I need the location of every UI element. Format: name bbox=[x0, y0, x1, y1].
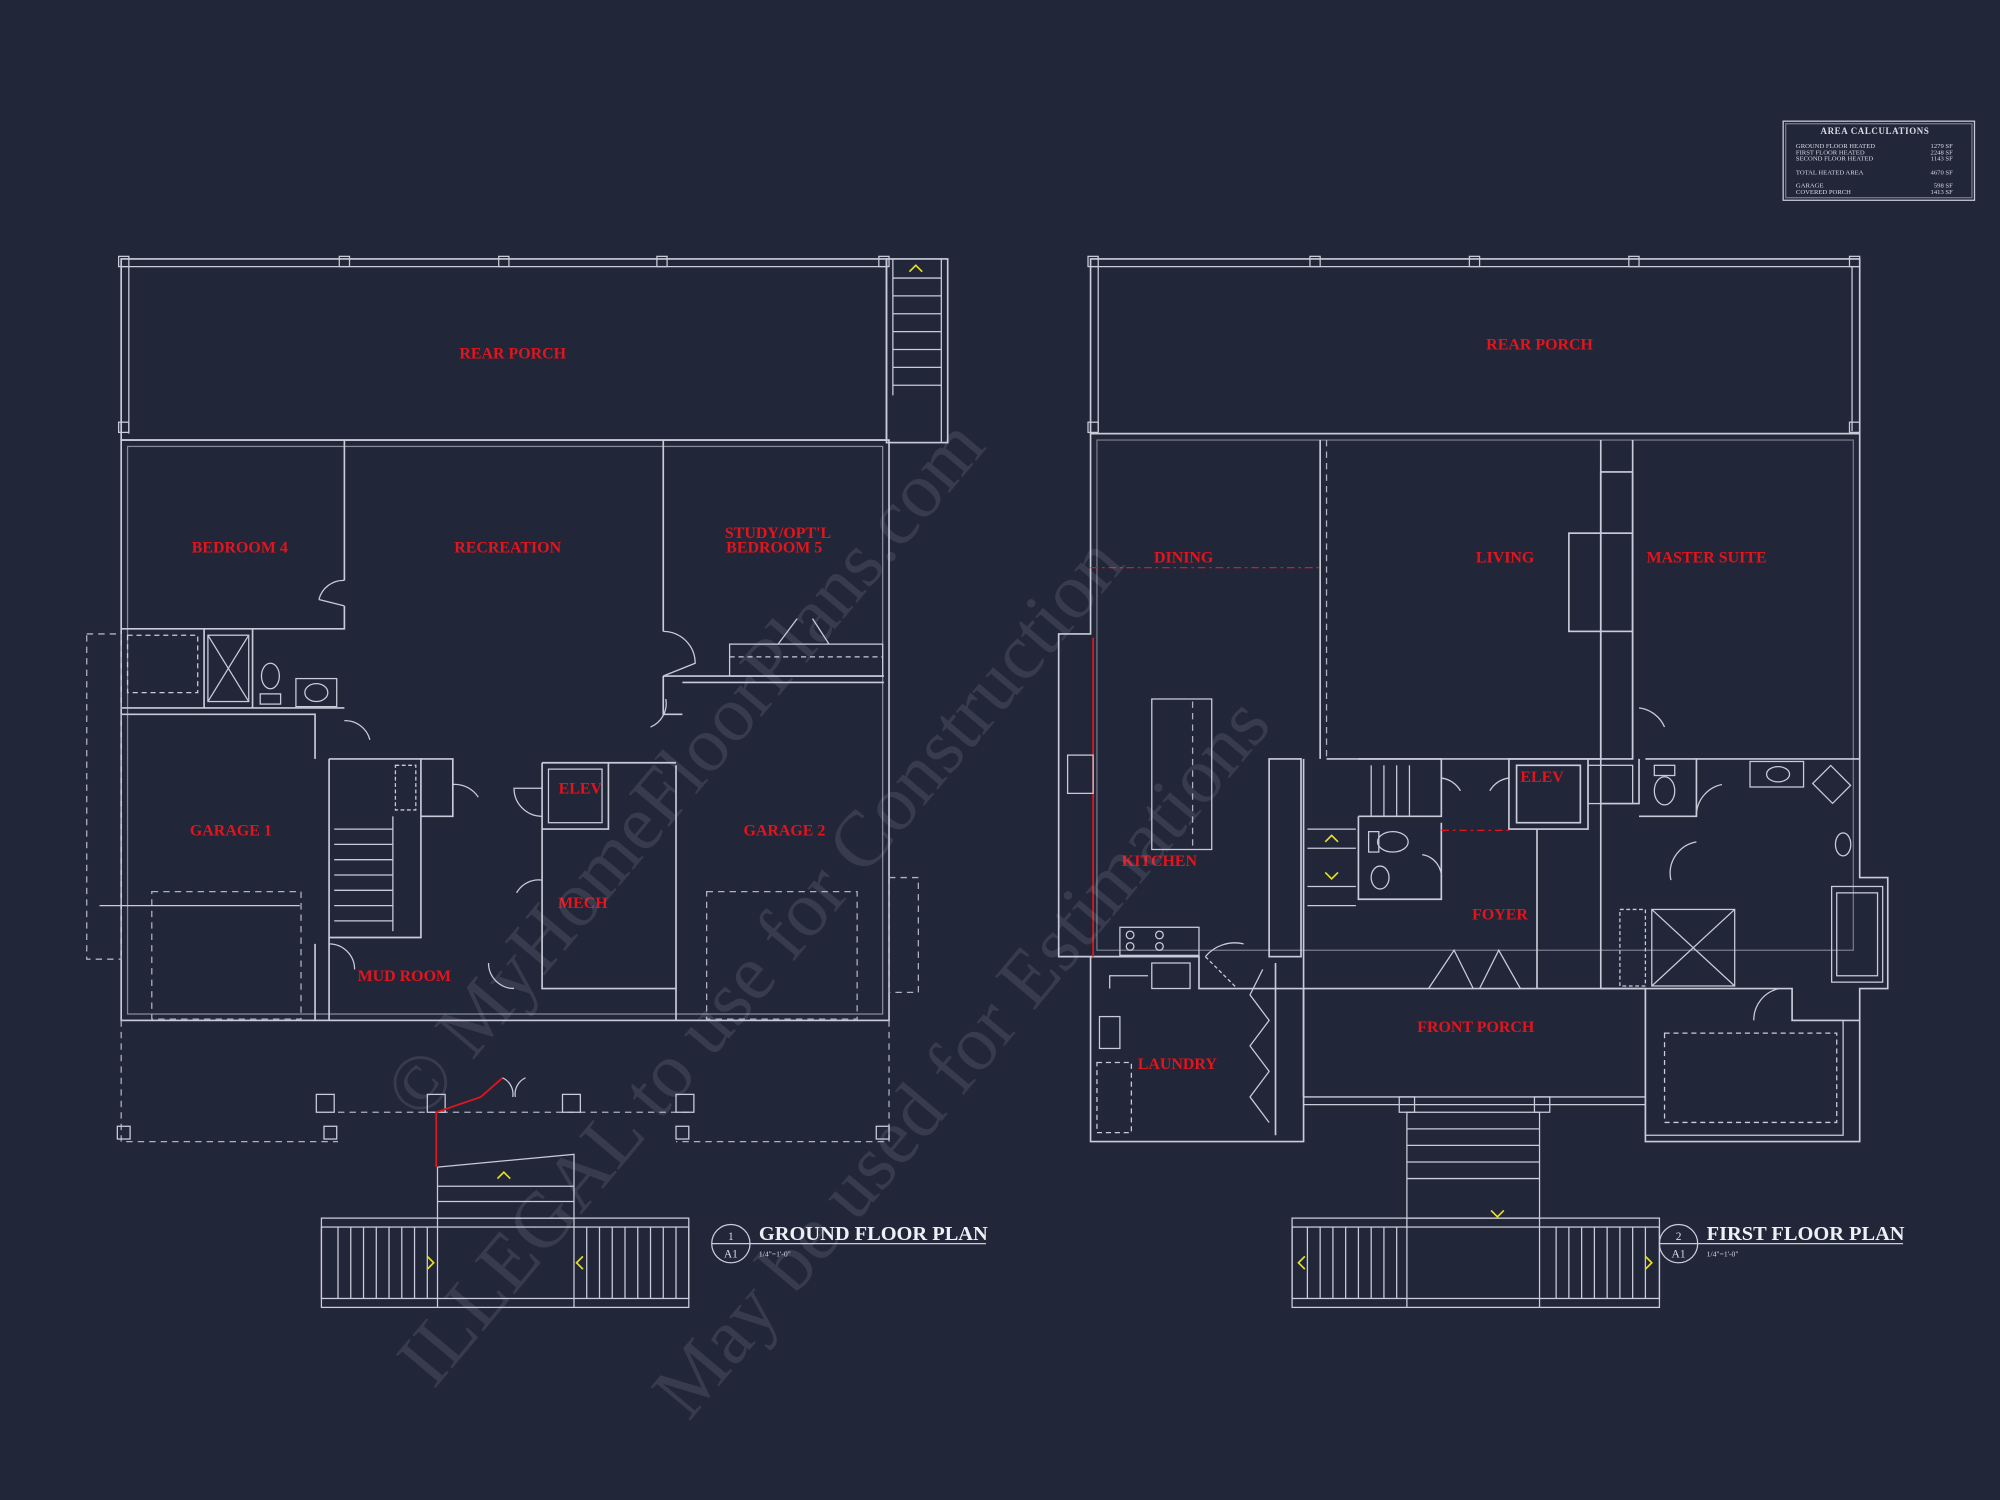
room-label-mud-room: MUD ROOM bbox=[358, 968, 451, 985]
room-label-bedroom-5: BEDROOM 5 bbox=[726, 539, 822, 556]
area-row-label: COVERED PORCH bbox=[1796, 189, 1851, 196]
watermark: © MyHomeFloorPlans.com ILLEGAL to use fo… bbox=[368, 403, 1287, 1434]
area-row-value: 1279 SF bbox=[1931, 143, 1954, 150]
area-calc-title: AREA CALCULATIONS bbox=[1821, 126, 1930, 136]
room-label-living: LIVING bbox=[1476, 550, 1534, 567]
area-row-label: SECOND FLOOR HEATED bbox=[1796, 156, 1874, 163]
stair-down-arrow-icon bbox=[1490, 1209, 1505, 1219]
ground-floor-title-block: 1 A1 GROUND FLOOR PLAN 1/4"=1'-0" bbox=[711, 1223, 988, 1264]
area-row-value: 598 SF bbox=[1934, 183, 1953, 190]
stair-up-arrow-icon bbox=[496, 1171, 511, 1180]
area-row-value: 1143 SF bbox=[1931, 156, 1953, 163]
area-row-value: 1413 SF bbox=[1931, 189, 1954, 196]
room-label-mech: MECH bbox=[558, 895, 608, 912]
plan-title: FIRST FLOOR PLAN bbox=[1707, 1223, 1905, 1245]
area-calculations-table: AREA CALCULATIONS GROUND FLOOR HEATED 12… bbox=[1782, 120, 1976, 201]
room-label-bedroom-4: BEDROOM 4 bbox=[192, 539, 288, 556]
first-floor-title-block: 2 A1 FIRST FLOOR PLAN 1/4"=1'-0" bbox=[1658, 1223, 1905, 1264]
room-label-kitchen: KITCHEN bbox=[1122, 853, 1198, 870]
sheet-number: A1 bbox=[724, 1249, 738, 1261]
room-label-master-suite: MASTER SUITE bbox=[1647, 550, 1767, 567]
room-label-foyer: FOYER bbox=[1472, 907, 1528, 924]
room-label-elev: ELEV bbox=[559, 780, 603, 797]
room-label-recreation: RECREATION bbox=[454, 539, 561, 556]
first-floor-plan: REAR PORCH DINING LIVING MASTER SUITE EL… bbox=[1057, 255, 1905, 1309]
area-row-label: FIRST FLOOR HEATED bbox=[1796, 149, 1865, 156]
stair-arrow-icon bbox=[575, 1255, 584, 1270]
sheet-number: A1 bbox=[1672, 1249, 1686, 1261]
area-row-label: GARAGE bbox=[1796, 183, 1824, 190]
stair-arrow-icon bbox=[1297, 1255, 1306, 1270]
stair-arrow-icon bbox=[1644, 1255, 1653, 1270]
room-label-study: STUDY/OPT'L bbox=[725, 525, 831, 542]
room-label-rear-porch: REAR PORCH bbox=[1486, 336, 1593, 353]
stair-arrow-icon bbox=[1324, 871, 1339, 880]
room-label-front-porch: FRONT PORCH bbox=[1417, 1019, 1535, 1036]
room-label-garage-1: GARAGE 1 bbox=[190, 822, 272, 839]
ground-floor-plan: REAR PORCH BEDROOM 4 RECREATION STUDY/OP… bbox=[86, 255, 988, 1309]
plan-scale: 1/4"=1'-0" bbox=[759, 1249, 791, 1258]
area-row-label: GROUND FLOOR HEATED bbox=[1796, 143, 1875, 150]
room-label-rear-porch: REAR PORCH bbox=[459, 345, 566, 362]
room-label-laundry: LAUNDRY bbox=[1138, 1056, 1218, 1073]
plan-number: 2 bbox=[1676, 1231, 1682, 1243]
area-row-label: TOTAL HEATED AREA bbox=[1796, 170, 1864, 177]
stair-arrow-icon bbox=[1324, 834, 1339, 843]
room-label-elev: ELEV bbox=[1520, 769, 1564, 786]
area-row-value: 2248 SF bbox=[1931, 149, 1954, 156]
stair-up-arrow-icon bbox=[908, 264, 923, 273]
area-row-value: 4670 SF bbox=[1931, 170, 1954, 177]
plan-number: 1 bbox=[728, 1231, 734, 1243]
stair-arrow-icon bbox=[426, 1255, 435, 1270]
plan-scale: 1/4"=1'-0" bbox=[1707, 1249, 1739, 1258]
room-label-garage-2: GARAGE 2 bbox=[743, 822, 825, 839]
room-label-dining: DINING bbox=[1154, 550, 1213, 567]
plan-title: GROUND FLOOR PLAN bbox=[759, 1223, 988, 1245]
